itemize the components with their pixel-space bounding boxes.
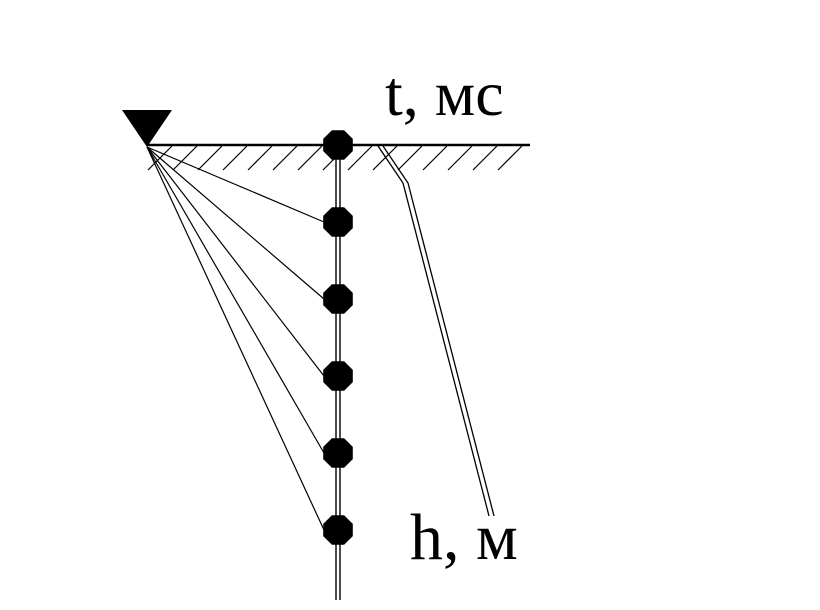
- octagon-receiver-icon: [323, 361, 353, 391]
- octagon-receiver-icon: [323, 515, 353, 545]
- octagon-receiver-icon: [323, 130, 353, 160]
- hatch-stroke: [272, 145, 298, 171]
- hatch-stroke: [497, 145, 523, 171]
- octagon-receiver-icon: [323, 284, 353, 314]
- ray-path: [146, 146, 325, 531]
- hatch-stroke: [422, 145, 448, 171]
- hatch-stroke: [247, 145, 273, 171]
- travel-time-curve: [377, 145, 495, 517]
- hatch-stroke: [447, 145, 473, 171]
- hatch-stroke: [472, 145, 498, 171]
- triangle-source-icon: [122, 110, 172, 147]
- depth-axis-label: h, м: [410, 501, 518, 574]
- receivers: [323, 130, 353, 545]
- hatch-stroke: [372, 145, 398, 171]
- hatch-stroke: [297, 145, 323, 171]
- ground-hatching: [147, 145, 523, 171]
- octagon-receiver-icon: [323, 438, 353, 468]
- hatch-stroke: [222, 145, 248, 171]
- ray-path: [146, 146, 325, 454]
- time-axis-label: t, мс: [385, 58, 504, 129]
- ray-path: [146, 146, 325, 377]
- hatch-stroke: [197, 145, 223, 171]
- hatch-stroke: [347, 145, 373, 171]
- ray-path: [146, 146, 325, 223]
- hatch-stroke: [172, 145, 198, 171]
- hatch-stroke: [397, 145, 423, 171]
- ray-paths: [146, 146, 325, 531]
- ray-path: [146, 146, 325, 300]
- octagon-receiver-icon: [323, 207, 353, 237]
